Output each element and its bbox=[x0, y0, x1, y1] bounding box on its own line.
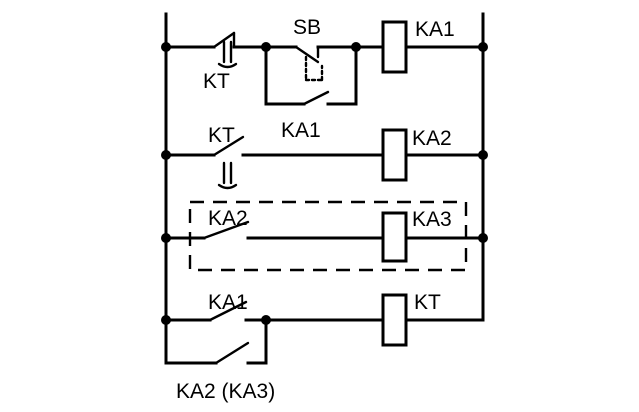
label-ka3-coil: KA3 bbox=[412, 208, 452, 231]
label-kt-coil: KT bbox=[414, 291, 441, 314]
pushbutton-actuator bbox=[304, 55, 324, 82]
label-ka1-coil: KA1 bbox=[415, 18, 455, 41]
ka2-coil bbox=[381, 128, 408, 182]
label-kt-rung1: KT bbox=[203, 70, 230, 93]
label-sb: SB bbox=[293, 16, 321, 39]
ka1-coil bbox=[381, 20, 408, 74]
label-ka2-coil: KA2 bbox=[412, 127, 452, 150]
label-ka1-contact: KA1 bbox=[281, 119, 321, 142]
timer-symbol bbox=[217, 40, 238, 69]
label-ka2-contact: KA2 bbox=[208, 207, 248, 230]
rung-3 bbox=[161, 200, 488, 272]
rung-4 bbox=[161, 293, 485, 365]
label-ka1-rung4: KA1 bbox=[208, 291, 248, 314]
kt-coil bbox=[381, 293, 408, 347]
rung-2 bbox=[161, 128, 488, 190]
label-kt-rung2: KT bbox=[208, 124, 235, 147]
label-ka2-ka3: KA2 (KA3) bbox=[176, 380, 275, 403]
rung-1 bbox=[161, 20, 488, 106]
timer-symbol-2 bbox=[217, 161, 238, 190]
ka3-coil bbox=[381, 211, 408, 263]
dashed-group-box bbox=[188, 200, 468, 272]
